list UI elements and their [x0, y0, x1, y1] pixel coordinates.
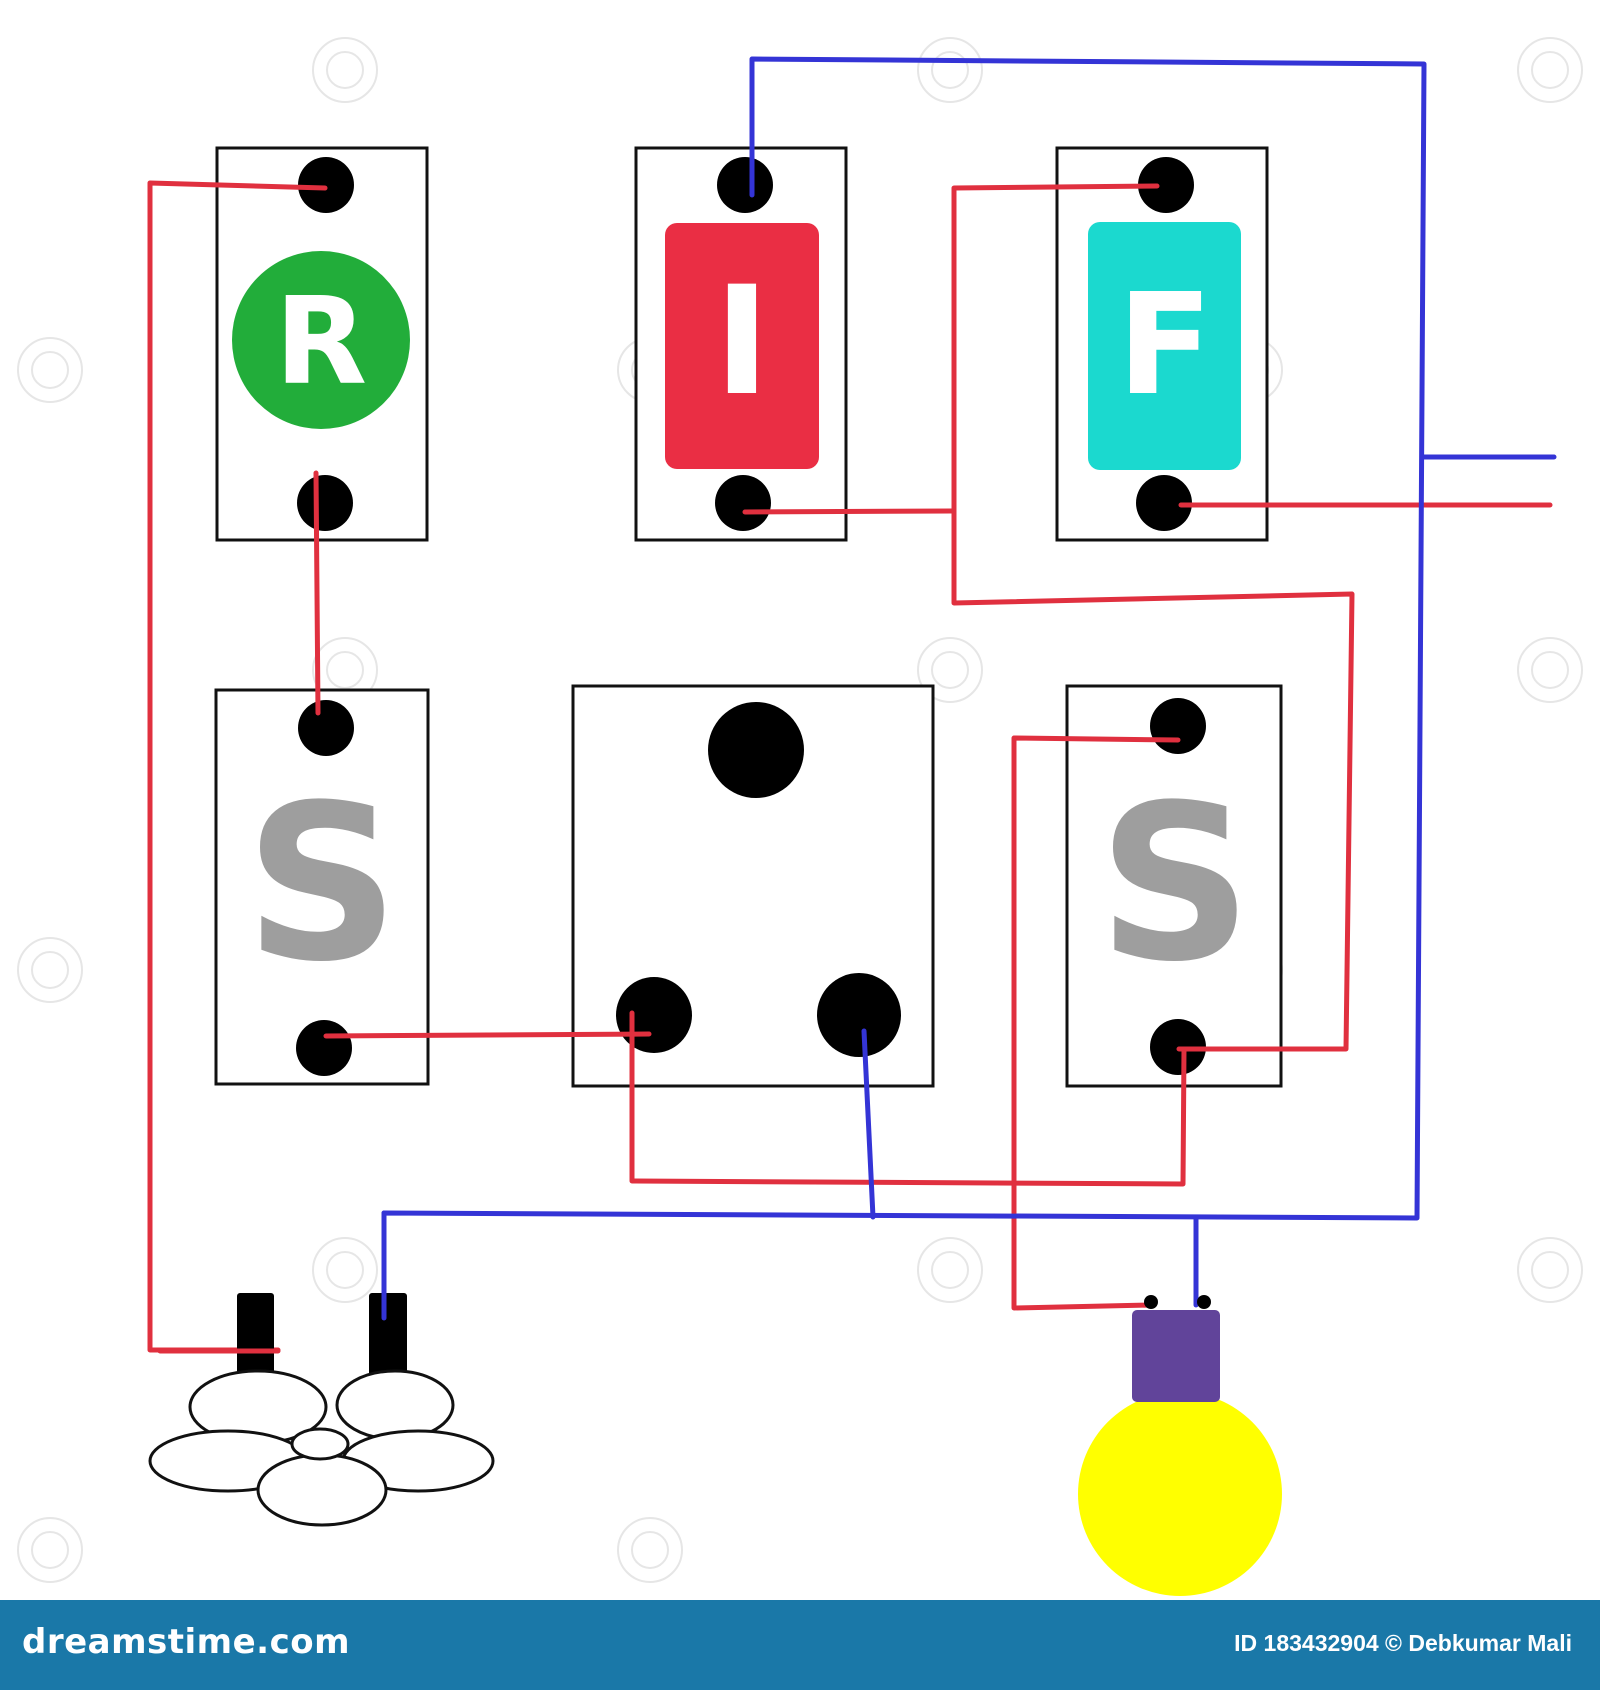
indicator-block: [665, 223, 819, 469]
indicator-bottom-terminal: [715, 475, 771, 531]
bulb-glass: [1078, 1392, 1282, 1596]
regulator-disc: [232, 251, 410, 429]
fan-hub: [290, 1427, 350, 1461]
image-credit: ID 183432904 © Debkumar Mali: [1234, 1630, 1572, 1656]
switch-right-top-terminal: [1150, 698, 1206, 754]
regulator-top-terminal: [298, 157, 354, 213]
neutral-wire-socket: [861, 1028, 876, 1220]
fuse-bottom-terminal: [1136, 475, 1192, 531]
live-wire-indicator-to-fuse: [742, 508, 955, 515]
live-wire-switch-to-bulb: [1011, 735, 1181, 1311]
fuse-top-terminal: [1138, 157, 1194, 213]
bulb-cap: [1132, 1310, 1220, 1402]
wiring-diagram: R I F S S: [17, 37, 1583, 1596]
indicator-letter: I: [714, 255, 770, 429]
fan-blade: [335, 1369, 455, 1441]
regulator-bottom-terminal: [297, 475, 353, 531]
socket-earth-hole: [708, 702, 804, 798]
live-wire-socket-to-switch-right: [629, 1010, 1187, 1187]
switch-left-top-terminal: [298, 700, 354, 756]
ceiling-fan: [148, 1210, 495, 1527]
switch-right-letter: S: [1098, 758, 1253, 1009]
live-wire-bus: [951, 183, 1355, 1052]
fan-terminal-left: [237, 1293, 274, 1377]
switch-left-bottom-terminal: [296, 1020, 352, 1076]
regulator-letter: R: [275, 273, 367, 412]
fan-terminal-right: [369, 1293, 407, 1377]
live-wire-regulator-to-switch: [313, 470, 321, 716]
fuse-block: [1088, 222, 1241, 470]
bulb-terminal-right: [1197, 1295, 1211, 1309]
fan-blade: [256, 1453, 388, 1527]
socket-live-hole: [616, 977, 692, 1053]
fuse-letter: F: [1117, 264, 1213, 427]
live-wire-switch-to-socket: [323, 1031, 652, 1039]
brand-logo-text: dreamstime.com: [22, 1622, 351, 1662]
indicator-top-terminal: [717, 157, 773, 213]
socket-neutral-hole: [817, 973, 901, 1057]
switch-left-letter: S: [245, 758, 400, 1009]
light-bulb: [1078, 1295, 1282, 1596]
bulb-terminal-left: [1144, 1295, 1158, 1309]
footer-bar: dreamstime.com ID 183432904 © Debkumar M…: [0, 1600, 1600, 1690]
